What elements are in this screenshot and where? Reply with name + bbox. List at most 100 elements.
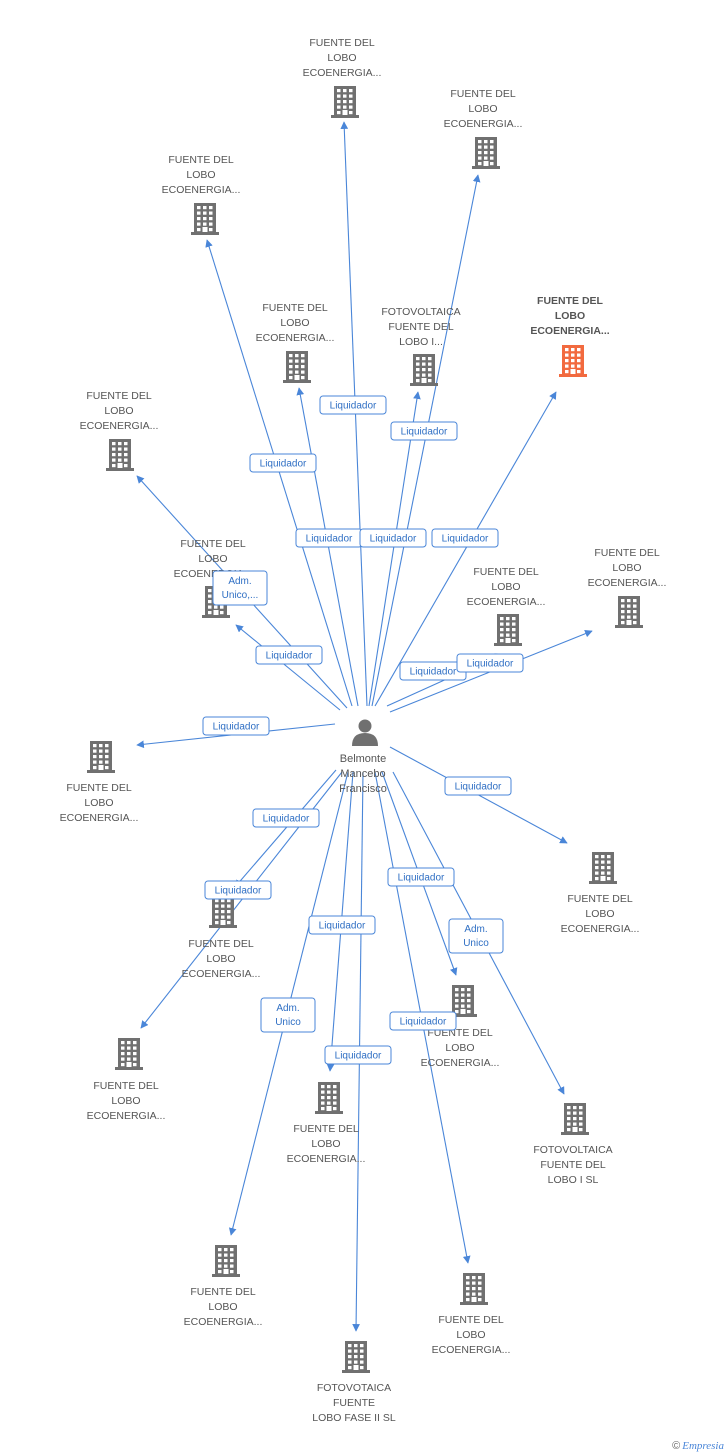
company-name-line: ECOENERGIA... xyxy=(444,118,523,130)
edge-label-n6[interactable]: Liquidador xyxy=(431,528,499,548)
company-name-line: FUENTE DEL xyxy=(188,938,254,950)
edge-label-text: Liquidador xyxy=(335,1051,382,1062)
company-node-n6[interactable]: FUENTE DEL LOBO ECOENERGIA... xyxy=(530,295,610,377)
edge-label-n1[interactable]: Liquidador xyxy=(319,395,387,415)
company-name-line: FUENTE DEL xyxy=(93,1080,159,1092)
edge-label-n13[interactable]: Liquidador xyxy=(252,808,320,828)
company-name-line: LOBO xyxy=(445,1042,474,1054)
company-node-n2[interactable]: FUENTE DELLOBOECOENERGIA... xyxy=(444,88,523,169)
company-name-line: FUENTE DEL xyxy=(567,893,633,905)
company-name-line: ECOENERGIA... xyxy=(530,325,609,337)
building-icon xyxy=(115,1038,143,1070)
building-icon xyxy=(494,614,522,646)
company-name-line: LOBO xyxy=(612,562,641,574)
edge-label-text: Unico xyxy=(463,938,489,949)
company-name-line: LOBO xyxy=(456,1329,485,1341)
company-node-n10[interactable]: FUENTE DELLOBOECOENERGIA... xyxy=(588,547,667,628)
company-name-line: FOTOVOLTAICA xyxy=(381,306,460,318)
edge-n13 xyxy=(234,769,337,888)
company-name-line: ECOENERGIA... xyxy=(287,1153,366,1165)
company-node-n15[interactable]: FUENTE DELLOBOECOENERGIA... xyxy=(287,1082,366,1165)
company-node-n19[interactable]: FUENTE DELLOBOECOENERGIA... xyxy=(432,1273,511,1356)
company-node-n4[interactable]: FUENTE DELLOBOECOENERGIA... xyxy=(256,302,335,383)
edge-label-n18[interactable]: Adm.Unico xyxy=(260,997,316,1033)
company-name-line: ECOENERGIA... xyxy=(303,67,382,79)
company-node-n1[interactable]: FUENTE DEL LOBO ECOENERGIA... xyxy=(303,37,382,118)
company-name-line: FUENTE DEL xyxy=(309,37,375,49)
building-icon xyxy=(331,86,359,118)
edge-label-n11[interactable]: Liquidador xyxy=(202,716,270,736)
building-icon xyxy=(106,439,134,471)
edge-label-n9[interactable]: Liquidador xyxy=(399,661,467,681)
company-name-line: LOBO I SL xyxy=(548,1174,599,1186)
edge-label-text: Adm. xyxy=(276,1003,299,1014)
building-icon xyxy=(410,354,438,386)
edge-label-n5[interactable]: Liquidador xyxy=(359,528,427,548)
company-name-line: LOBO xyxy=(104,405,133,417)
company-name-line: ECOENERGIA... xyxy=(80,420,159,432)
edge-label-n14[interactable]: Liquidador xyxy=(204,880,272,900)
company-node-n13[interactable]: FUENTE DELLOBOECOENERGIA... xyxy=(182,896,261,980)
edge-n3 xyxy=(205,239,353,707)
edge-label-n3[interactable]: Liquidador xyxy=(249,453,317,473)
edge-label-n19[interactable]: Liquidador xyxy=(389,1011,457,1031)
edge-label-n2[interactable]: Liquidador xyxy=(390,421,458,441)
edge-label-text: Liquidador xyxy=(467,659,514,670)
company-node-n14[interactable]: FUENTE DELLOBOECOENERGIA... xyxy=(87,1038,166,1122)
building-icon xyxy=(87,741,115,773)
building-icon xyxy=(191,203,219,235)
company-name-line: ECOENERGIA... xyxy=(162,184,241,196)
edge-n8 xyxy=(235,624,341,711)
company-node-n16[interactable]: FUENTE DELLOBOECOENERGIA... xyxy=(421,985,500,1069)
company-name-line: ECOENERGIA... xyxy=(87,1110,166,1122)
company-name-line: LOBO xyxy=(198,553,227,565)
building-icon xyxy=(342,1341,370,1373)
company-node-n12[interactable]: FUENTE DELLOBOECOENERGIA... xyxy=(561,852,640,935)
company-node-n7[interactable]: FUENTE DELLOBOECOENERGIA... xyxy=(80,390,159,471)
edge-label-n12[interactable]: Liquidador xyxy=(444,776,512,796)
company-name-line: LOBO xyxy=(327,52,356,64)
edge-label-text: Liquidador xyxy=(442,534,489,545)
company-name-line: LOBO xyxy=(280,317,309,329)
company-name-line: LOBO xyxy=(311,1138,340,1150)
company-node-n9[interactable]: FUENTE DELLOBOECOENERGIA... xyxy=(467,566,546,646)
company-name-line: LOBO xyxy=(186,169,215,181)
company-name-line: FUENTE DEL xyxy=(537,295,604,307)
company-name-line: FUENTE DEL xyxy=(594,547,660,559)
edge-label-n17[interactable]: Adm. Unico xyxy=(448,918,504,954)
company-node-n3[interactable]: FUENTE DEL LOBO ECOENERGIA... xyxy=(162,154,241,235)
edge-label-n15[interactable]: Liquidador xyxy=(308,915,376,935)
company-name-line: FUENTE DEL xyxy=(388,321,454,333)
company-name-line: LOBO xyxy=(555,310,585,322)
company-name-line: ECOENERGIA... xyxy=(467,596,546,608)
company-name-line: LOBO xyxy=(468,103,497,115)
company-name-line: ECOENERGIA... xyxy=(60,812,139,824)
company-name-line: FUENTE DEL xyxy=(66,782,132,794)
company-node-n11[interactable]: FUENTE DELLOBOECOENERGIA... xyxy=(60,741,139,824)
edge-n5 xyxy=(368,391,421,707)
footer-brand[interactable]: ©Empresia xyxy=(672,1440,724,1452)
company-name-line: ECOENERGIA... xyxy=(184,1316,263,1328)
person-name-line: Francisco xyxy=(339,783,387,795)
company-name-line: ECOENERGIA... xyxy=(561,923,640,935)
edge-label-text: Adm. xyxy=(464,924,487,935)
edge-label-n4[interactable]: Liquidador xyxy=(295,528,363,548)
company-name-line: FUENTE DEL xyxy=(168,154,234,166)
company-name-line: FOTOVOTAICA xyxy=(317,1382,391,1394)
edge-label-n20[interactable]: Liquidador xyxy=(324,1045,392,1065)
company-name-line: FUENTE xyxy=(333,1397,375,1409)
building-icon xyxy=(212,1245,240,1277)
edge-label-n7[interactable]: Adm.Unico,... xyxy=(212,570,268,606)
edge-label-text: Liquidador xyxy=(400,1017,447,1028)
edge-label-n16[interactable]: Liquidador xyxy=(387,867,455,887)
company-name-line: FUENTE DEL xyxy=(190,1286,256,1298)
company-node-n18[interactable]: FUENTE DELLOBOECOENERGIA... xyxy=(184,1245,263,1328)
edge-n6 xyxy=(374,391,557,707)
edge-label-text: Liquidador xyxy=(215,886,262,897)
edge-label-n10[interactable]: Liquidador xyxy=(456,653,524,673)
edge-label-n8[interactable]: Liquidador xyxy=(255,645,323,665)
